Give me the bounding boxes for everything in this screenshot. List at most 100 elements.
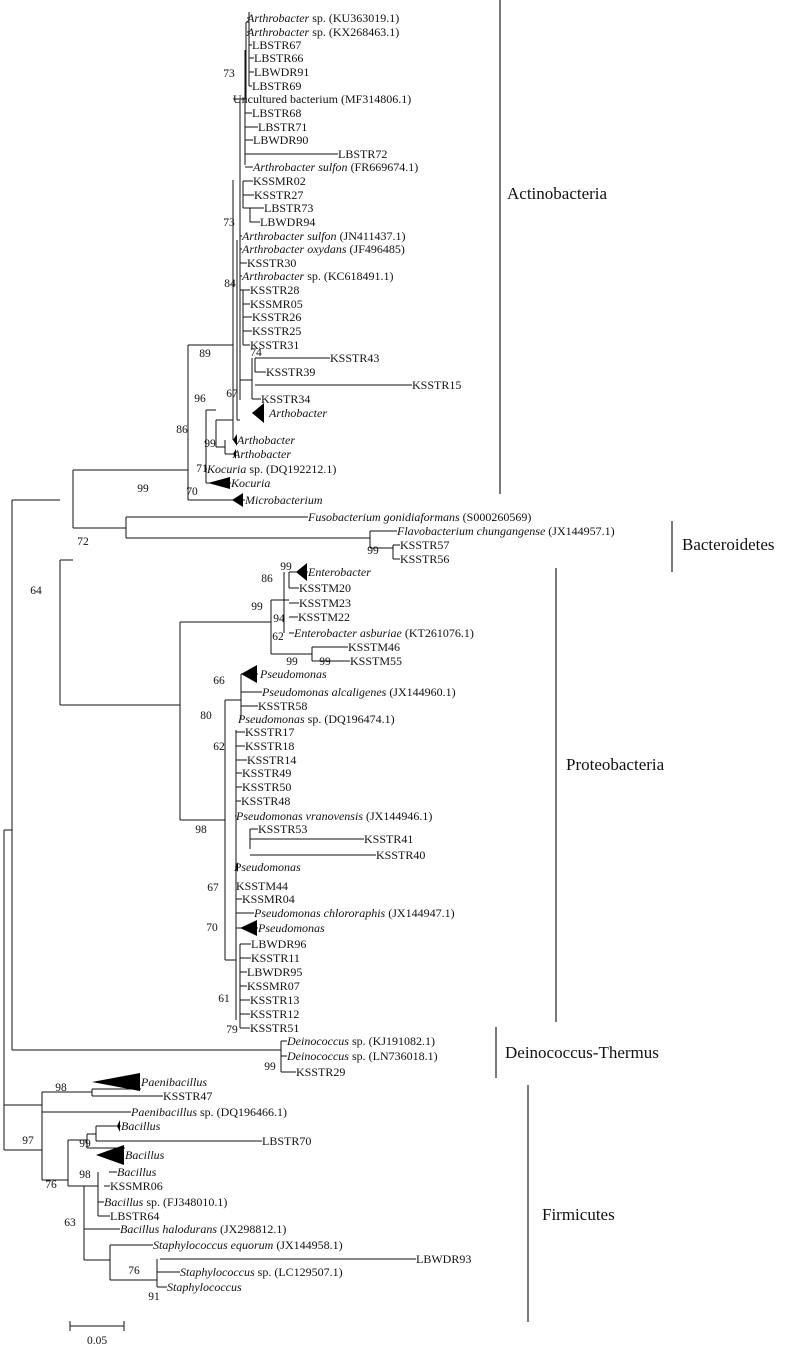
leaf-label-29: Arthobacter	[268, 406, 327, 420]
leaf-label-8: LBSTR71	[258, 120, 307, 134]
leaf-labels: Arthrobacter sp. (KU363019.1)Arthrobacte…	[104, 11, 615, 1294]
leaf-taxon-italic: Deinococcus	[286, 1034, 349, 1048]
leaf-label-70: KSSTR12	[250, 1007, 299, 1021]
leaf-label-56: Pseudomonas vranovensis (JX144946.1)	[235, 809, 432, 823]
bootstrap-value-24: 62	[213, 741, 225, 753]
bootstrap-value-17: 99	[280, 561, 292, 573]
leaf-label-32: Kocuria sp. (DQ192212.1)	[206, 462, 336, 476]
leaf-label-44: KSSTM46	[348, 640, 400, 654]
leaf-label-78: Bacillus	[121, 1119, 161, 1133]
leaf-taxon-italic: Bacillus	[121, 1119, 161, 1133]
leaf-taxon-italic: Kocuria	[206, 462, 246, 476]
bootstrap-value-8: 71	[196, 463, 208, 475]
bootstrap-value-29: 79	[226, 1024, 238, 1036]
leaf-text: sp. (LC129507.1)	[255, 1265, 343, 1279]
leaf-label-48: KSSTR58	[258, 699, 307, 713]
bootstrap-value-32: 97	[22, 1135, 34, 1147]
leaf-taxon-italic: Arthobacter	[268, 406, 327, 420]
leaf-text: sp. (KX268463.1)	[309, 25, 399, 39]
leaf-text: (JX144960.1)	[386, 685, 455, 699]
bootstrap-value-7: 99	[137, 483, 149, 495]
leaf-label-41: KSSTM23	[299, 596, 351, 610]
leaf-label-30: Arthobacter	[236, 433, 295, 447]
leaf-label-58: KSSTR41	[364, 832, 413, 846]
bootstrap-value-0: 73	[223, 68, 235, 80]
leaf-text: LBWDR95	[247, 965, 302, 979]
leaf-text: LBWDR91	[254, 65, 309, 79]
leaf-taxon-italic: Pseudomonas chlororaphis	[253, 906, 386, 920]
bootstrap-value-35: 98	[79, 1169, 91, 1181]
leaf-label-85: Bacillus halodurans (JX298812.1)	[120, 1222, 286, 1236]
leaf-label-4: LBWDR91	[254, 65, 309, 79]
leaf-label-26: KSSTR39	[266, 365, 315, 379]
leaf-label-16: Arthrobacter sulfon (JN411437.1)	[241, 229, 405, 243]
leaf-label-76: KSSTR47	[163, 1089, 212, 1103]
leaf-label-86: Staphylococcus equorum (JX144958.1)	[153, 1238, 343, 1252]
leaf-text: KSSTR34	[261, 392, 310, 406]
leaf-text: (JX298812.1)	[217, 1222, 286, 1236]
leaf-text: sp. (KC618491.1)	[304, 269, 393, 283]
leaf-label-74: KSSTR29	[296, 1065, 345, 1079]
leaf-label-28: KSSTR34	[261, 392, 310, 406]
leaf-taxon-italic: Pseudomonas	[237, 712, 305, 726]
leaf-label-57: KSSTR53	[258, 822, 307, 836]
leaf-label-33: Kocuria	[230, 476, 270, 490]
bootstrap-value-5: 86	[176, 424, 188, 436]
leaf-label-22: KSSTR26	[252, 310, 301, 324]
leaf-text: KSSTR14	[247, 753, 296, 767]
leaf-taxon-italic: Enterobacter asburiae	[293, 626, 403, 640]
leaf-label-27: KSSTR15	[412, 378, 461, 392]
leaf-label-36: Flavobacterium chungangense (JX144957.1)	[396, 524, 615, 538]
leaf-text: LBSTR68	[252, 106, 301, 120]
leaf-taxon-italic: Kocuria	[230, 476, 270, 490]
leaf-taxon-italic: Paenibacillus	[140, 1075, 207, 1089]
leaf-label-80: Bacillus	[125, 1148, 165, 1162]
leaf-taxon-italic: Microbacterium	[244, 493, 323, 507]
leaf-label-15: LBWDR94	[260, 215, 315, 229]
leaf-label-75: Paenibacillus	[140, 1075, 207, 1089]
leaf-text: KSSTR26	[252, 310, 301, 324]
bootstrap-value-25: 98	[195, 824, 207, 836]
leaf-text: KSSTM46	[348, 640, 400, 654]
bootstrap-value-2: 84	[224, 278, 236, 290]
leaf-label-23: KSSTR25	[252, 324, 301, 338]
bootstrap-value-10: 74	[250, 347, 262, 359]
leaf-text: sp. (DQ196466.1)	[197, 1105, 287, 1119]
collapsed-clade-9	[92, 1073, 140, 1091]
leaf-label-89: Staphylococcus	[167, 1280, 242, 1294]
leaf-label-54: KSSTR50	[242, 780, 291, 794]
leaf-text: KSSTR50	[242, 780, 291, 794]
leaf-label-47: Pseudomonas alcaligenes (JX144960.1)	[261, 685, 456, 699]
bootstrap-value-4: 96	[194, 393, 206, 405]
leaf-text: LBSTR66	[254, 51, 303, 65]
leaf-label-69: KSSTR13	[250, 993, 299, 1007]
collapsed-clade-5	[296, 563, 307, 581]
leaf-label-84: LBSTR64	[110, 1209, 159, 1223]
bootstrap-value-16: 86	[261, 573, 273, 585]
leaf-text: KSSTR51	[250, 1021, 299, 1035]
leaf-text: KSSTR57	[400, 538, 449, 552]
leaf-label-67: LBWDR95	[247, 965, 302, 979]
bootstrap-value-6: 99	[204, 438, 216, 450]
leaf-taxon-italic: Arthrobacter sulfon	[241, 229, 337, 243]
leaf-label-19: Arthrobacter sp. (KC618491.1)	[241, 269, 394, 283]
leaf-text: KSSTR48	[241, 794, 290, 808]
leaf-label-31: Arthobacter	[232, 447, 291, 461]
leaf-label-35: Fusobacterium gonidiaformans (S000260569…	[307, 510, 531, 524]
bootstrap-value-14: 64	[30, 585, 42, 597]
leaf-text: KSSTM20	[299, 581, 351, 595]
leaf-label-46: Pseudomonas	[259, 667, 327, 681]
leaf-text: KSSTR58	[258, 699, 307, 713]
leaf-label-53: KSSTR49	[242, 766, 291, 780]
leaf-taxon-italic: Pseudomonas alcaligenes	[261, 685, 387, 699]
leaf-label-50: KSSTR17	[245, 725, 294, 739]
leaf-taxon-italic: Pseudomonas	[233, 860, 301, 874]
group-label-4: Firmicutes	[542, 1205, 615, 1224]
leaf-label-55: KSSTR48	[241, 794, 290, 808]
leaf-text: KSSTR53	[258, 822, 307, 836]
leaf-text: KSSTR43	[330, 351, 379, 365]
bootstrap-value-18: 94	[273, 613, 285, 625]
bootstrap-value-22: 66	[213, 675, 225, 687]
leaf-text: LBSTR69	[252, 79, 301, 93]
